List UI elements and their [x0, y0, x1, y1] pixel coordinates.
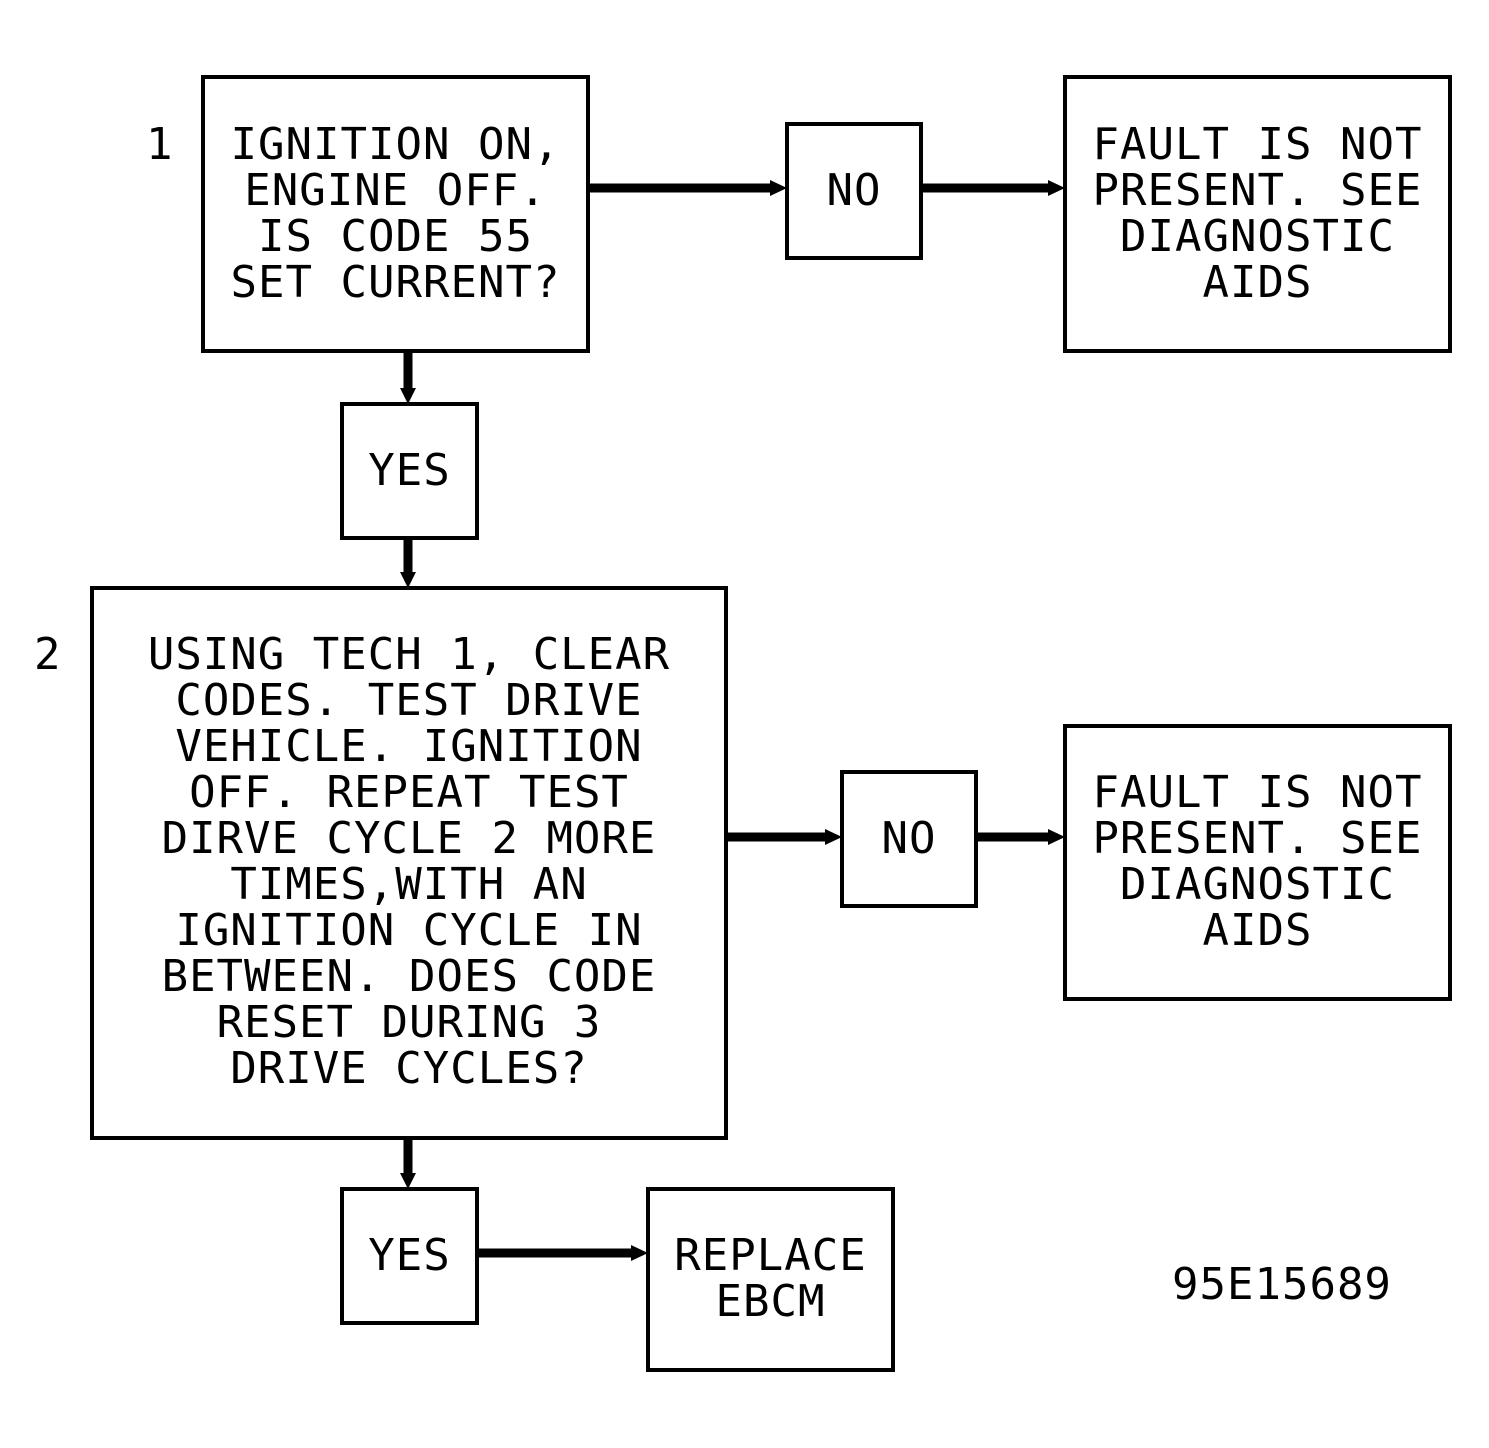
step2-no-result-box [1063, 724, 1452, 1001]
connector-yes-to-step2 [400, 540, 416, 588]
step2-yes-box [340, 1187, 479, 1325]
step1-no-result-box [1063, 75, 1452, 353]
step1-no-result-text: FAULT IS NOT PRESENT. SEE DIAGNOSTIC AID… [1092, 119, 1423, 308]
step2-yes-result-box [646, 1187, 895, 1372]
step1-no-label: NO [826, 165, 882, 216]
connector-step1-to-yes [400, 353, 416, 404]
step1-no-box [785, 122, 923, 260]
step1-yes-box [340, 402, 479, 540]
connector-yes-to-replace [479, 1245, 648, 1261]
step1-number: 1 [146, 119, 174, 170]
connector-no-to-result1 [923, 180, 1065, 196]
connector-step1-to-no [590, 180, 787, 196]
step1-yes-label: YES [368, 445, 451, 496]
step2-no-result-text: FAULT IS NOT PRESENT. SEE DIAGNOSTIC AID… [1092, 767, 1423, 956]
step1-box [201, 75, 590, 353]
step2-no-label: NO [881, 813, 937, 864]
replace-ebcm-text: REPLACE EBCM [674, 1230, 867, 1327]
step2-text: USING TECH 1, CLEAR CODES. TEST DRIVE VE… [147, 629, 671, 1094]
step2-number: 2 [34, 629, 62, 680]
step2-no-box [840, 770, 978, 908]
step2-box [90, 586, 728, 1140]
figure-reference: 95E15689 [1172, 1259, 1392, 1310]
step2-yes-label: YES [368, 1230, 451, 1281]
connector-step2-to-no [728, 829, 842, 845]
step1-text: IGNITION ON, ENGINE OFF. IS CODE 55 SET … [230, 119, 561, 308]
connector-step2-to-yes [400, 1140, 416, 1189]
connector-no-to-result2 [978, 829, 1065, 845]
